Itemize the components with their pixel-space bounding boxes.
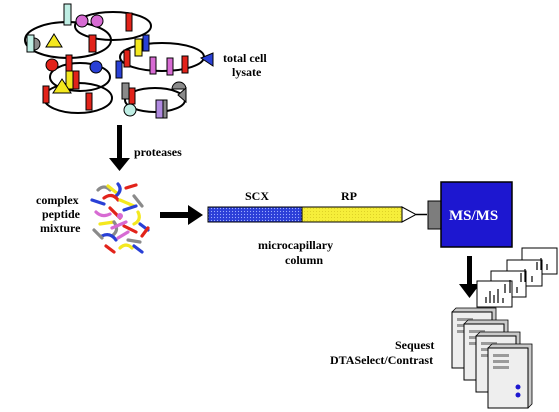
rp-segment [301, 206, 403, 223]
ms-inlet [427, 200, 442, 230]
peptide-mixture [90, 182, 150, 254]
scx-label: SCX [245, 189, 269, 203]
arrow-right-to-column [160, 205, 203, 225]
column-label-2: column [285, 253, 323, 267]
computer-stack [451, 307, 533, 409]
total-cell-lysate-label-1: total cell [223, 51, 267, 65]
ms-box [440, 181, 513, 248]
arrow-down-ms [459, 256, 480, 298]
complex-label-3: mixture [40, 221, 81, 235]
spectra-stack [476, 247, 558, 308]
msms-label: MS/MS [449, 208, 498, 224]
complex-label-1: complex [36, 193, 79, 207]
proteases-label: proteases [134, 145, 182, 159]
microcapillary-column [207, 206, 427, 223]
column-label-1: microcapillary [258, 238, 333, 252]
msms-instrument: MS/MS [427, 181, 513, 248]
rp-label: RP [341, 189, 357, 203]
complex-label-2: peptide [42, 207, 81, 221]
sequest-label: Sequest [395, 338, 434, 352]
dtaselect-label: DTASelect/Contrast [330, 353, 433, 367]
computer-icon [487, 343, 533, 409]
column-tip [401, 206, 418, 223]
scx-segment [207, 206, 303, 223]
arrow-down-proteases [109, 125, 130, 171]
protein-tags [26, 3, 214, 119]
total-cell-lysate-label-2: lysate [232, 65, 262, 79]
